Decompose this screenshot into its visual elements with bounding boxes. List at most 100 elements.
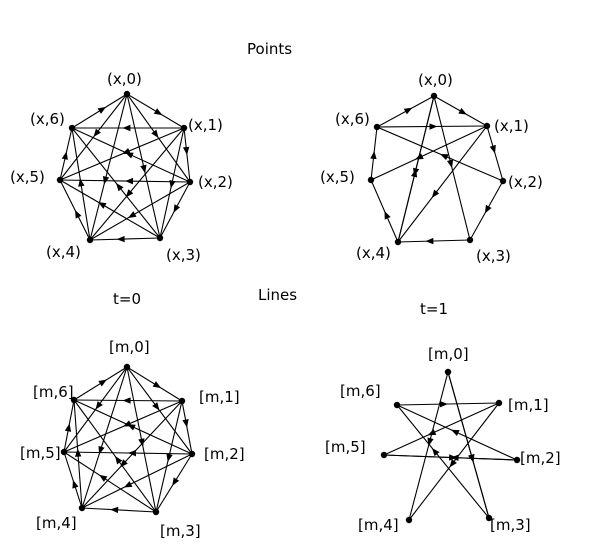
arrow-0-1 xyxy=(153,108,163,116)
edge-3-4 xyxy=(89,237,161,241)
arrow-2-3 xyxy=(173,204,181,213)
vertex-label-2: [m,2] xyxy=(520,449,561,467)
vertex-3 xyxy=(466,236,474,244)
edge-0-4 xyxy=(89,93,128,241)
arrow-5-6 xyxy=(64,423,72,432)
edge-3-4 xyxy=(397,239,471,243)
vertex-6 xyxy=(68,124,76,132)
arrow-3-4 xyxy=(425,237,434,245)
vertex-2 xyxy=(513,456,521,464)
arrow-0-2 xyxy=(152,402,160,411)
vertex-0 xyxy=(123,90,131,98)
vertex-0 xyxy=(444,368,452,376)
arrow-2-3 xyxy=(172,477,180,486)
arrow-1-2 xyxy=(182,419,189,428)
edge-3-4 xyxy=(81,507,157,513)
vertex-label-5: (x,5) xyxy=(320,168,355,186)
arrow-6-1 xyxy=(429,123,438,130)
vertex-5 xyxy=(367,176,375,184)
edge-3-6 xyxy=(396,404,490,519)
vertex-label-5: (x,5) xyxy=(10,168,45,186)
vertex-2 xyxy=(186,178,194,186)
heading-t1: t=1 xyxy=(420,300,448,318)
vertex-label-3: [m,3] xyxy=(490,516,531,534)
vertex-6 xyxy=(373,123,381,131)
vertex-label-0: [m,0] xyxy=(109,338,150,356)
arrow-4-5 xyxy=(75,210,82,219)
edge-1-4 xyxy=(397,125,488,243)
arrow-0-3 xyxy=(446,159,454,168)
edge-0-3 xyxy=(447,371,490,519)
arrow-6-1 xyxy=(439,400,448,408)
vertex-label-3: (x,3) xyxy=(166,246,201,264)
arrow-4-5 xyxy=(384,211,391,220)
arrow-5-6 xyxy=(370,150,377,160)
arrow-3-5 xyxy=(98,474,108,482)
vertex-label-6: [m,6] xyxy=(340,382,381,400)
arrow-1-3 xyxy=(166,453,173,463)
edge-1-5 xyxy=(383,402,500,456)
vertex-4 xyxy=(405,516,413,524)
vertex-label-6: (x,6) xyxy=(30,110,65,128)
edge-3-5 xyxy=(63,451,157,513)
arrow-2-4 xyxy=(128,211,137,218)
vertex-label-3: (x,3) xyxy=(476,247,511,265)
arrow-2-3 xyxy=(484,204,492,214)
arrow-4-0 xyxy=(410,169,418,178)
arrow-5-2 xyxy=(449,454,458,461)
vertex-5 xyxy=(56,176,64,184)
vertex-4 xyxy=(86,236,94,244)
vertex-label-2: [m,2] xyxy=(204,445,245,463)
vertex-label-2: (x,2) xyxy=(508,173,543,191)
vertex-3 xyxy=(152,508,160,516)
vertex-1 xyxy=(495,399,503,407)
edge-1-5 xyxy=(370,125,488,181)
arrow-2-6 xyxy=(125,152,134,159)
arrow-1-6 xyxy=(122,397,131,404)
edge-2-4 xyxy=(81,453,193,509)
vertex-0 xyxy=(123,363,131,371)
arrow-2-5 xyxy=(128,449,137,457)
graph-lines-t1: [m,0][m,1][m,2][m,3][m,4][m,5][m,6] xyxy=(325,345,561,534)
arrow-1-6 xyxy=(122,124,131,132)
edge-3-5 xyxy=(59,179,161,239)
arrow-2-5 xyxy=(125,177,134,185)
vertex-label-6: (x,6) xyxy=(335,110,370,128)
vertex-3 xyxy=(485,514,493,522)
arrow-0-5 xyxy=(93,128,101,137)
arrow-3-5 xyxy=(98,202,107,209)
vertex-label-4: [m,4] xyxy=(358,516,399,534)
vertex-1 xyxy=(178,397,186,405)
arrow-1-4 xyxy=(449,459,457,468)
arrow-3-6 xyxy=(115,456,123,465)
arrow-3-4 xyxy=(110,506,119,514)
vertex-label-0: (x,0) xyxy=(107,70,142,88)
vertex-3 xyxy=(156,234,164,242)
edge-2-4 xyxy=(89,181,191,241)
vertex-1 xyxy=(180,124,188,132)
arrow-4-5 xyxy=(72,480,79,489)
edge-0-4 xyxy=(81,366,128,509)
arrow-1-5 xyxy=(427,429,437,436)
vertex-label-1: [m,1] xyxy=(199,388,240,406)
arrow-0-3 xyxy=(140,164,147,174)
vertex-6 xyxy=(393,401,401,409)
arrow-5-6 xyxy=(61,151,68,160)
arrow-3-6 xyxy=(431,447,440,457)
vertex-label-1: [m,1] xyxy=(508,396,549,414)
arrow-1-4 xyxy=(125,189,134,198)
vertex-2 xyxy=(188,450,196,458)
vertex-2 xyxy=(499,177,507,185)
arrow-6-0 xyxy=(97,106,107,114)
graph-points-t1: (x,0)(x,1)(x,2)(x,3)(x,4)(x,5)(x,6) xyxy=(320,71,543,265)
vertex-4 xyxy=(78,504,86,512)
vertex-5 xyxy=(60,448,68,456)
heading-t0: t=0 xyxy=(113,290,141,308)
vertex-label-0: (x,0) xyxy=(418,71,453,89)
arrow-2-6 xyxy=(451,429,460,436)
arrow-3-4 xyxy=(116,235,125,243)
graph-lines-t0: [m,0][m,1][m,2][m,3][m,4][m,5][m,6] xyxy=(20,338,245,540)
vertex-1 xyxy=(483,122,491,130)
arrow-4-6 xyxy=(78,178,85,187)
